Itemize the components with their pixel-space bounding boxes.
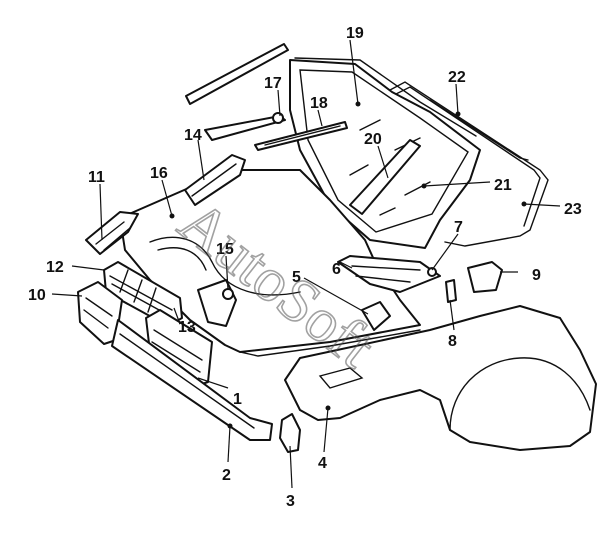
callout-18: 18 [310,95,328,112]
callout-1: 1 [233,391,242,408]
callout-8: 8 [448,333,457,350]
hood-hinge [85,211,139,255]
callout-22: 22 [448,69,466,86]
hood-lock [361,301,391,331]
callout-17: 17 [264,75,282,92]
mounting-bracket [467,261,503,293]
front-bumper [111,319,273,441]
callout-5: 5 [292,269,301,286]
callout-4: 4 [318,455,327,472]
callout-9: 9 [532,267,541,284]
callout-13: 13 [178,319,196,336]
windshield-molding [349,139,421,215]
fender-bracket [279,413,301,453]
roof-molding-strip [294,57,477,137]
front-fender [284,305,597,451]
callout-3: 3 [286,493,295,510]
windshield [289,59,481,249]
upper-molding [185,43,289,105]
callout-16: 16 [150,165,168,182]
callout-10: 10 [28,287,46,304]
callout-12: 12 [46,259,64,276]
callout-6: 6 [332,261,341,278]
bolt [445,279,457,303]
callout-23: 23 [564,201,582,218]
callout-11: 11 [88,169,105,186]
callout-21: 21 [494,177,512,194]
wiper-arm [204,115,286,141]
callout-19: 19 [346,25,364,42]
callout-14: 14 [184,127,202,144]
wiper-pivot-icon [272,112,284,124]
callout-20: 20 [364,131,382,148]
callout-7: 7 [454,219,463,236]
hinge-assembly [337,255,441,293]
callout-15: 15 [216,241,234,258]
callout-2: 2 [222,467,231,484]
